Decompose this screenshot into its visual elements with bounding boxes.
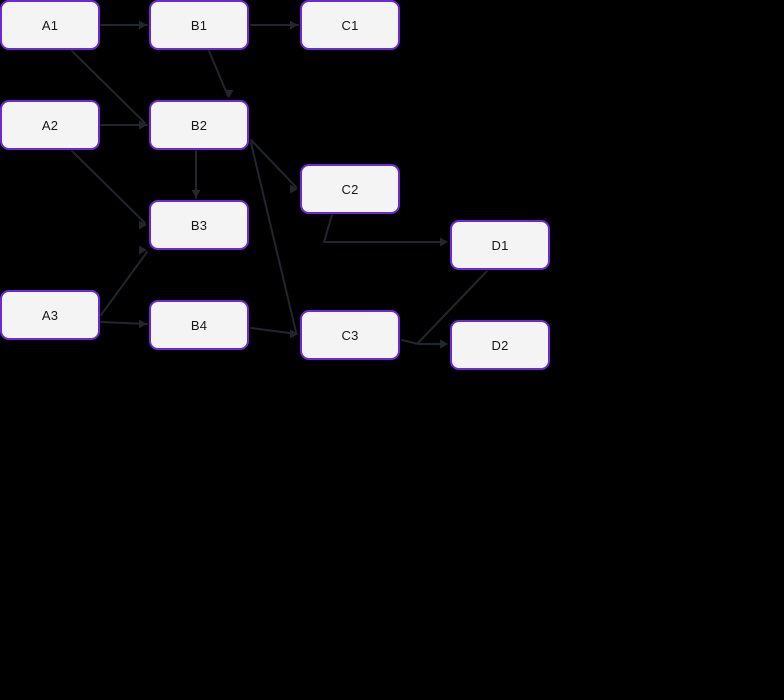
arrowhead-b2-to-c3 (290, 329, 298, 339)
arrowhead-a3-to-b4 (139, 319, 147, 329)
node-label: B1 (190, 17, 208, 33)
node-label: A2 (41, 117, 59, 133)
edge-a3-to-b4 (100, 321, 148, 325)
node-label: B2 (190, 117, 208, 133)
node-label: C2 (341, 181, 359, 197)
arrowhead-b2-to-b3 (191, 190, 201, 198)
arrowhead-a1-to-b2 (139, 120, 147, 130)
arrowhead-a2-to-b3 (139, 220, 147, 230)
node-a1[interactable]: A1 (0, 0, 100, 50)
node-label: A3 (41, 307, 59, 323)
edge-b2-to-c3 (250, 142, 297, 333)
node-c2[interactable]: C2 (300, 164, 400, 214)
node-d2[interactable]: D2 (450, 320, 550, 370)
arrowhead-b2-to-c2 (290, 184, 298, 194)
node-label: D2 (491, 337, 509, 353)
arrowhead-b1-to-b2 (224, 90, 234, 98)
arrowhead-a2-to-b2 (139, 120, 147, 130)
arrowhead-d1-to-d2 (440, 339, 448, 349)
edge-b4-to-c3 (250, 327, 298, 335)
node-label: D1 (491, 237, 509, 253)
node-label: B3 (190, 217, 208, 233)
node-b4[interactable]: B4 (149, 300, 249, 350)
node-d1[interactable]: D1 (450, 220, 550, 270)
node-label: B4 (190, 317, 208, 333)
node-label: A1 (41, 17, 59, 33)
arrowhead-a1-to-b1 (139, 20, 147, 30)
node-a2[interactable]: A2 (0, 100, 100, 150)
node-label: C3 (341, 327, 359, 343)
edge-b2-to-c2 (250, 139, 297, 188)
node-c3[interactable]: C3 (300, 310, 400, 360)
node-b1[interactable]: B1 (149, 0, 249, 50)
node-c1[interactable]: C1 (300, 0, 400, 50)
arrowhead-b4-to-c3 (290, 329, 298, 339)
arrowhead-c3-to-d2 (440, 339, 448, 349)
node-b3[interactable]: B3 (149, 200, 249, 250)
edge-a3-to-b3 (100, 251, 148, 316)
node-b2[interactable]: B2 (149, 100, 249, 150)
arrowhead-a3-to-b3 (139, 245, 147, 255)
arrowhead-b1-to-c1 (290, 20, 298, 30)
arrowhead-c2-to-d1 (440, 237, 448, 247)
edge-c3-to-d2 (401, 339, 447, 345)
node-a3[interactable]: A3 (0, 290, 100, 340)
edge-c2-to-d1 (323, 214, 447, 243)
node-label: C1 (341, 17, 359, 33)
edge-b1-to-b2 (208, 50, 229, 97)
edge-a2-to-b3 (71, 150, 146, 224)
